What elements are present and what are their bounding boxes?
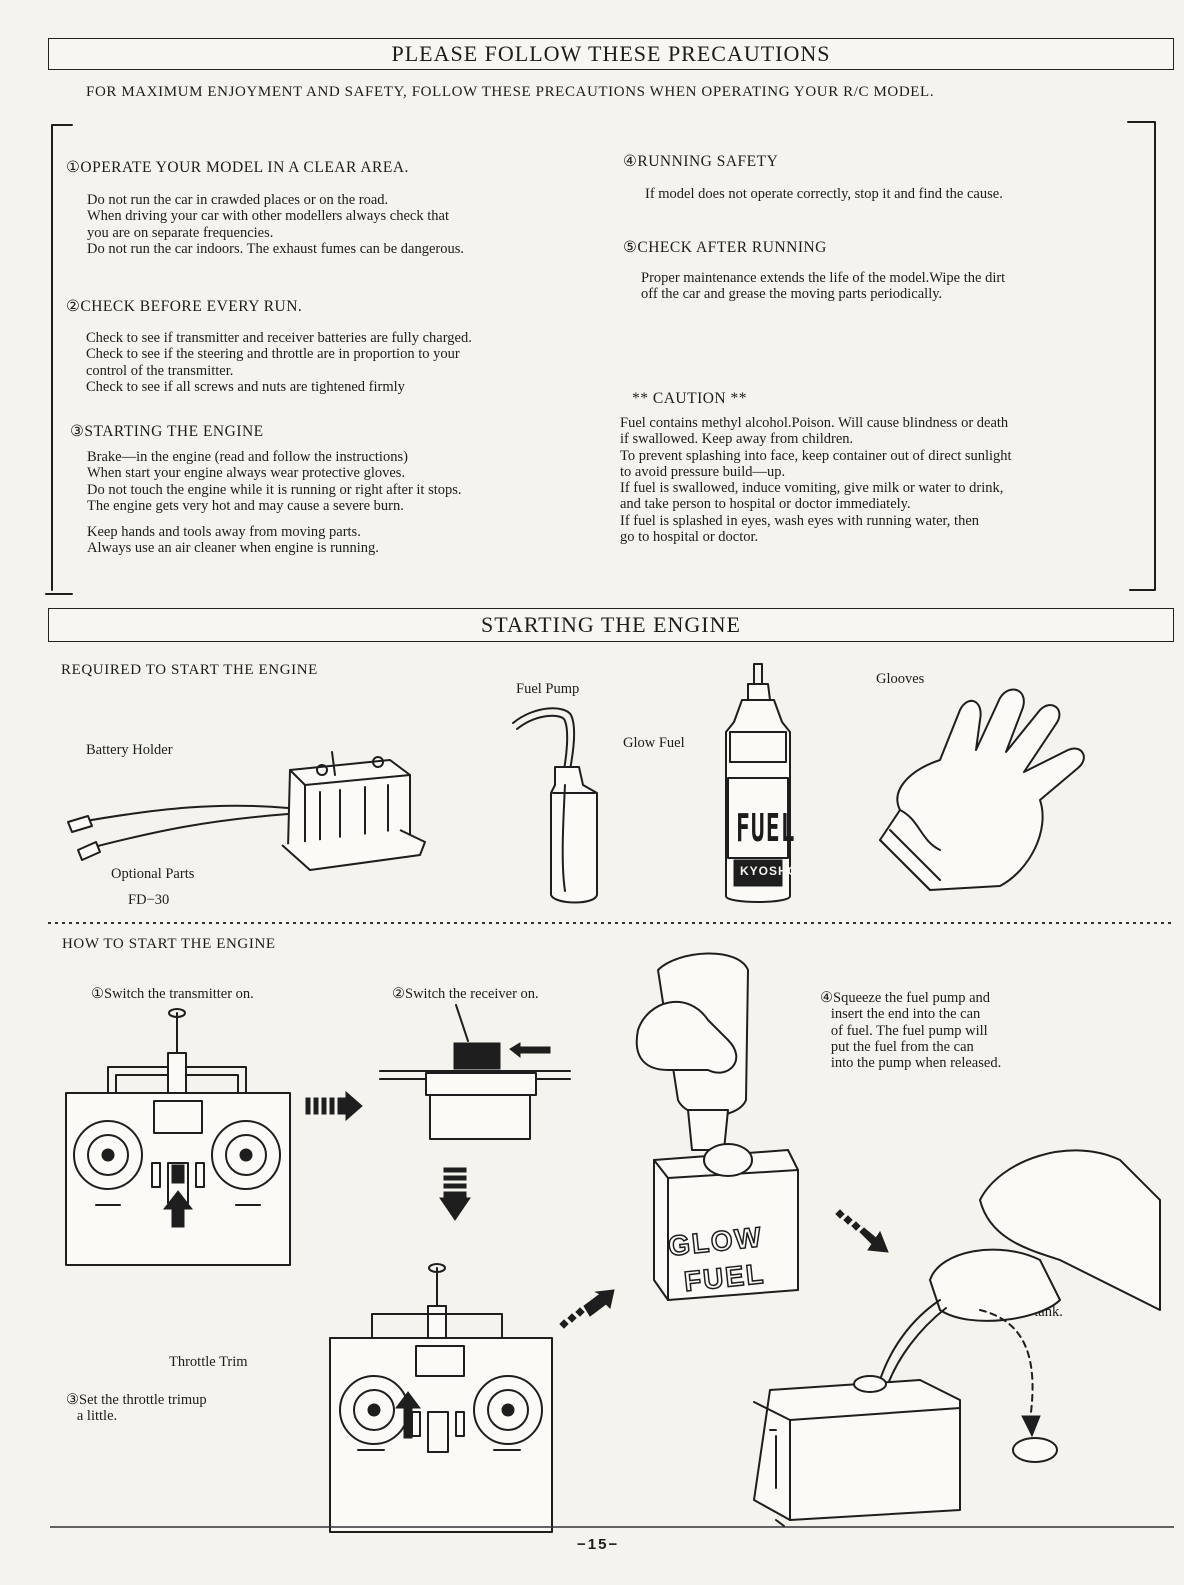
section-3-heading: ③STARTING THE ENGINE	[70, 423, 264, 440]
throttle-trim-label: Throttle Trim	[169, 1354, 248, 1370]
section-1-body: Do not run the car in crawded places or …	[87, 192, 465, 257]
arrow-right-1	[305, 1090, 363, 1122]
glooves-label: Glooves	[876, 671, 925, 687]
step-2-label: ②Switch the receiver on.	[392, 986, 539, 1002]
arrow-down	[439, 1167, 471, 1221]
battery-holder-label: Battery Holder	[86, 742, 173, 758]
glove-illustration	[879, 688, 1085, 891]
caution-body: Fuel contains methyl alcohol.Poison. Wil…	[620, 415, 1012, 546]
precautions-brackets	[45, 121, 1156, 595]
section-5-body: Proper maintenance extends the life of t…	[641, 270, 1006, 303]
precautions-subtitle: FOR MAXIMUM ENJOYMENT AND SAFETY, FOLLOW…	[86, 84, 935, 100]
section-1-heading: ①OPERATE YOUR MODEL IN A CLEAR AREA.	[66, 159, 409, 176]
glow-fuel-label: Glow Fuel	[623, 735, 685, 751]
glow-fuel-bottle-illustration	[725, 663, 791, 903]
required-heading: REQUIRED TO START THE ENGINE	[61, 662, 318, 678]
dotted-divider	[48, 922, 1172, 924]
section-3-body-2: Keep hands and tools away from moving pa…	[87, 524, 379, 557]
caution-heading: ** CAUTION **	[632, 390, 747, 407]
section-2-heading: ②CHECK BEFORE EVERY RUN.	[66, 298, 303, 315]
fd30-label: FD−30	[128, 892, 170, 908]
bottom-rule	[50, 1526, 1174, 1528]
step-4-label: ④Squeeze the fuel pump and insert the en…	[820, 990, 1002, 1072]
bottle-brand-text: KYOSHO	[740, 864, 799, 878]
how-to-heading: HOW TO START THE ENGINE	[62, 936, 276, 952]
fuel-pump-illustration	[512, 707, 598, 904]
transmitter-illustration-1	[65, 1008, 291, 1266]
section-3-body: Brake—in the engine (read and follow the…	[87, 449, 462, 514]
section-5-heading: ⑤CHECK AFTER RUNNING	[623, 239, 827, 256]
fuel-tank-illustration	[753, 1149, 1161, 1527]
section-4-heading: ④RUNNING SAFETY	[623, 153, 779, 170]
glow-fuel-can-illustration	[635, 952, 799, 1301]
bottle-fuel-text: FUEL	[736, 806, 796, 850]
arrow-diagonal-2	[835, 1209, 889, 1253]
section-2-body: Check to see if transmitter and receiver…	[86, 330, 472, 395]
battery-holder-illustration	[67, 751, 426, 871]
fuel-pump-label: Fuel Pump	[516, 681, 580, 697]
optional-parts-label: Optional Parts	[111, 866, 195, 882]
step-3-label: ③Set the throttle trimup a little.	[66, 1392, 207, 1425]
arrow-diagonal-1	[559, 1289, 615, 1329]
step-1-label: ①Switch the transmitter on.	[91, 986, 254, 1002]
transmitter-illustration-2	[329, 1263, 553, 1533]
precautions-title: PLEASE FOLLOW THESE PRECAUTIONS	[48, 38, 1174, 70]
page-number: −15−	[577, 1536, 620, 1553]
starting-title: STARTING THE ENGINE	[48, 608, 1174, 642]
section-4-body: If model does not operate correctly, sto…	[645, 186, 1003, 202]
receiver-illustration	[379, 1004, 571, 1140]
